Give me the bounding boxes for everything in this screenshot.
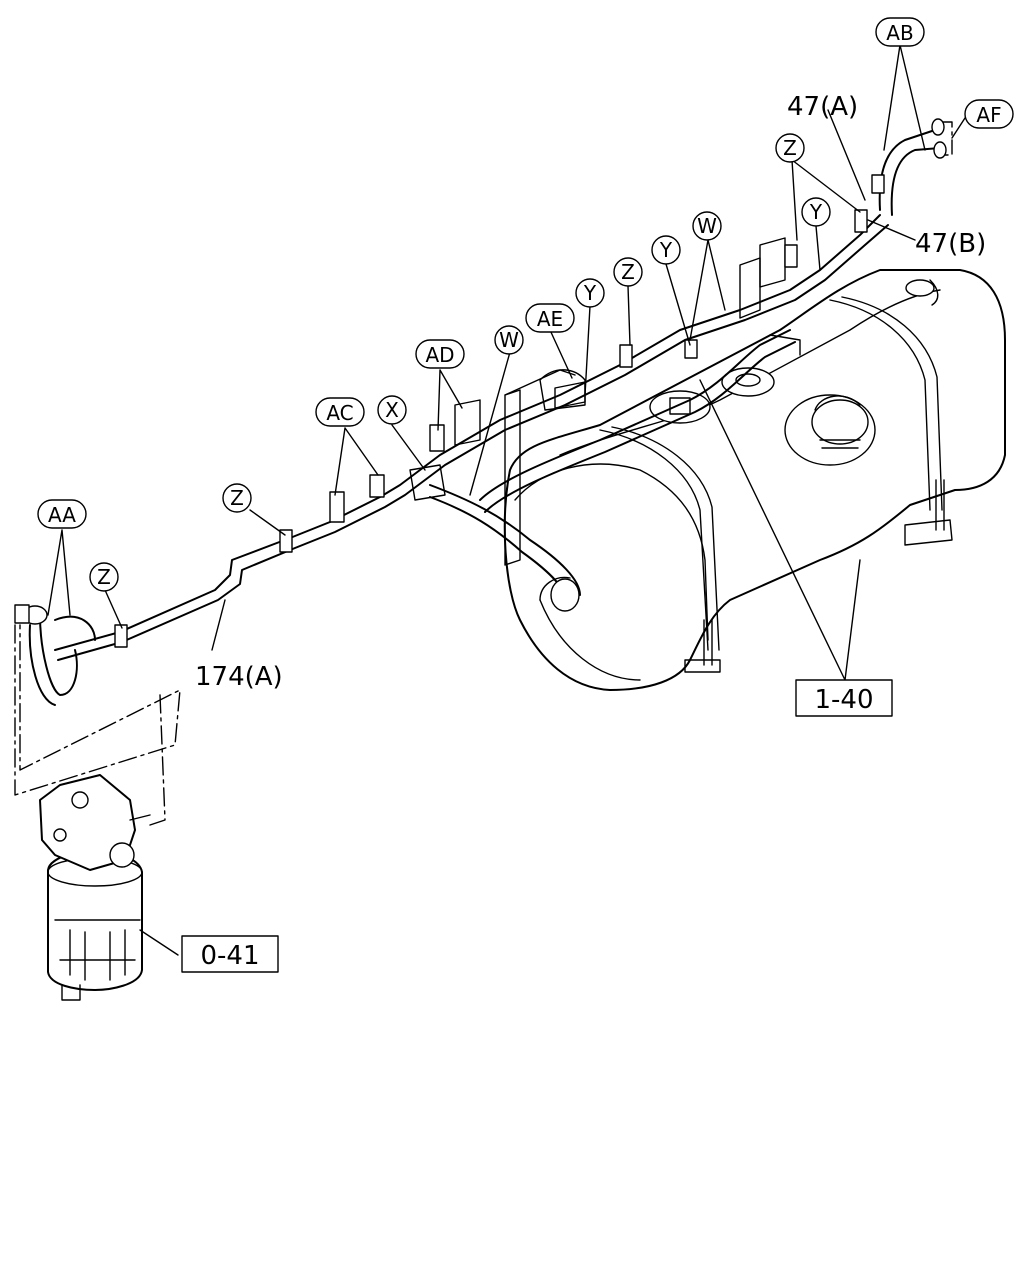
- callout-y1: Y: [801, 197, 831, 227]
- callout-z4: Z: [89, 562, 119, 592]
- ref-box-1-40: 1-40: [795, 679, 893, 717]
- callout-ad-label: AD: [425, 343, 454, 367]
- callout-ab: AB: [875, 17, 925, 47]
- label-47a: 47(A): [787, 92, 858, 122]
- callout-w2: W: [494, 325, 524, 355]
- callout-ae: AE: [525, 303, 575, 333]
- connection-lines: [14, 121, 953, 826]
- fuel-pipe-174a: [54, 214, 889, 661]
- callout-ab-label: AB: [886, 21, 913, 45]
- callout-ac-label: AC: [326, 401, 353, 425]
- rear-hoses: [878, 118, 947, 216]
- callout-z3: Z: [222, 483, 252, 513]
- callout-x-label: X: [385, 398, 399, 422]
- callout-ac: AC: [315, 397, 365, 427]
- label-47b: 47(B): [915, 229, 986, 259]
- return-hose: [429, 329, 801, 612]
- callout-x: X: [377, 395, 407, 425]
- callout-y3: Y: [575, 278, 605, 308]
- callout-z3-label: Z: [230, 486, 244, 510]
- ref-box-0-41: 0-41: [181, 935, 279, 973]
- callout-z2: Z: [613, 257, 643, 287]
- fuel-tank: [503, 269, 1006, 691]
- callout-w1: W: [692, 211, 722, 241]
- leader-lines: [47, 44, 966, 956]
- front-hoses: [14, 604, 96, 706]
- callout-w2-label: W: [499, 328, 519, 352]
- callout-z2-label: Z: [621, 260, 635, 284]
- pipe-clamps: [114, 174, 885, 648]
- callout-af: AF: [964, 99, 1014, 129]
- callout-ad: AD: [415, 339, 465, 369]
- callout-aa-label: AA: [48, 503, 76, 527]
- callout-y3-label: Y: [583, 281, 597, 305]
- callout-y2-label: Y: [659, 238, 673, 262]
- ref-box-0-41-label: 0-41: [200, 941, 259, 971]
- callout-aa: AA: [37, 499, 87, 529]
- ref-box-1-40-label: 1-40: [814, 685, 873, 715]
- callout-z1-label: Z: [783, 136, 797, 160]
- label-174a: 174(A): [195, 662, 283, 692]
- callout-z1: Z: [775, 133, 805, 163]
- callout-w1-label: W: [697, 214, 717, 238]
- callout-z4-label: Z: [97, 565, 111, 589]
- callout-y2: Y: [651, 235, 681, 265]
- fuel-filter: [39, 774, 151, 1001]
- callout-y1-label: Y: [809, 200, 823, 224]
- callout-af-label: AF: [976, 103, 1001, 127]
- callout-ae-label: AE: [537, 307, 563, 331]
